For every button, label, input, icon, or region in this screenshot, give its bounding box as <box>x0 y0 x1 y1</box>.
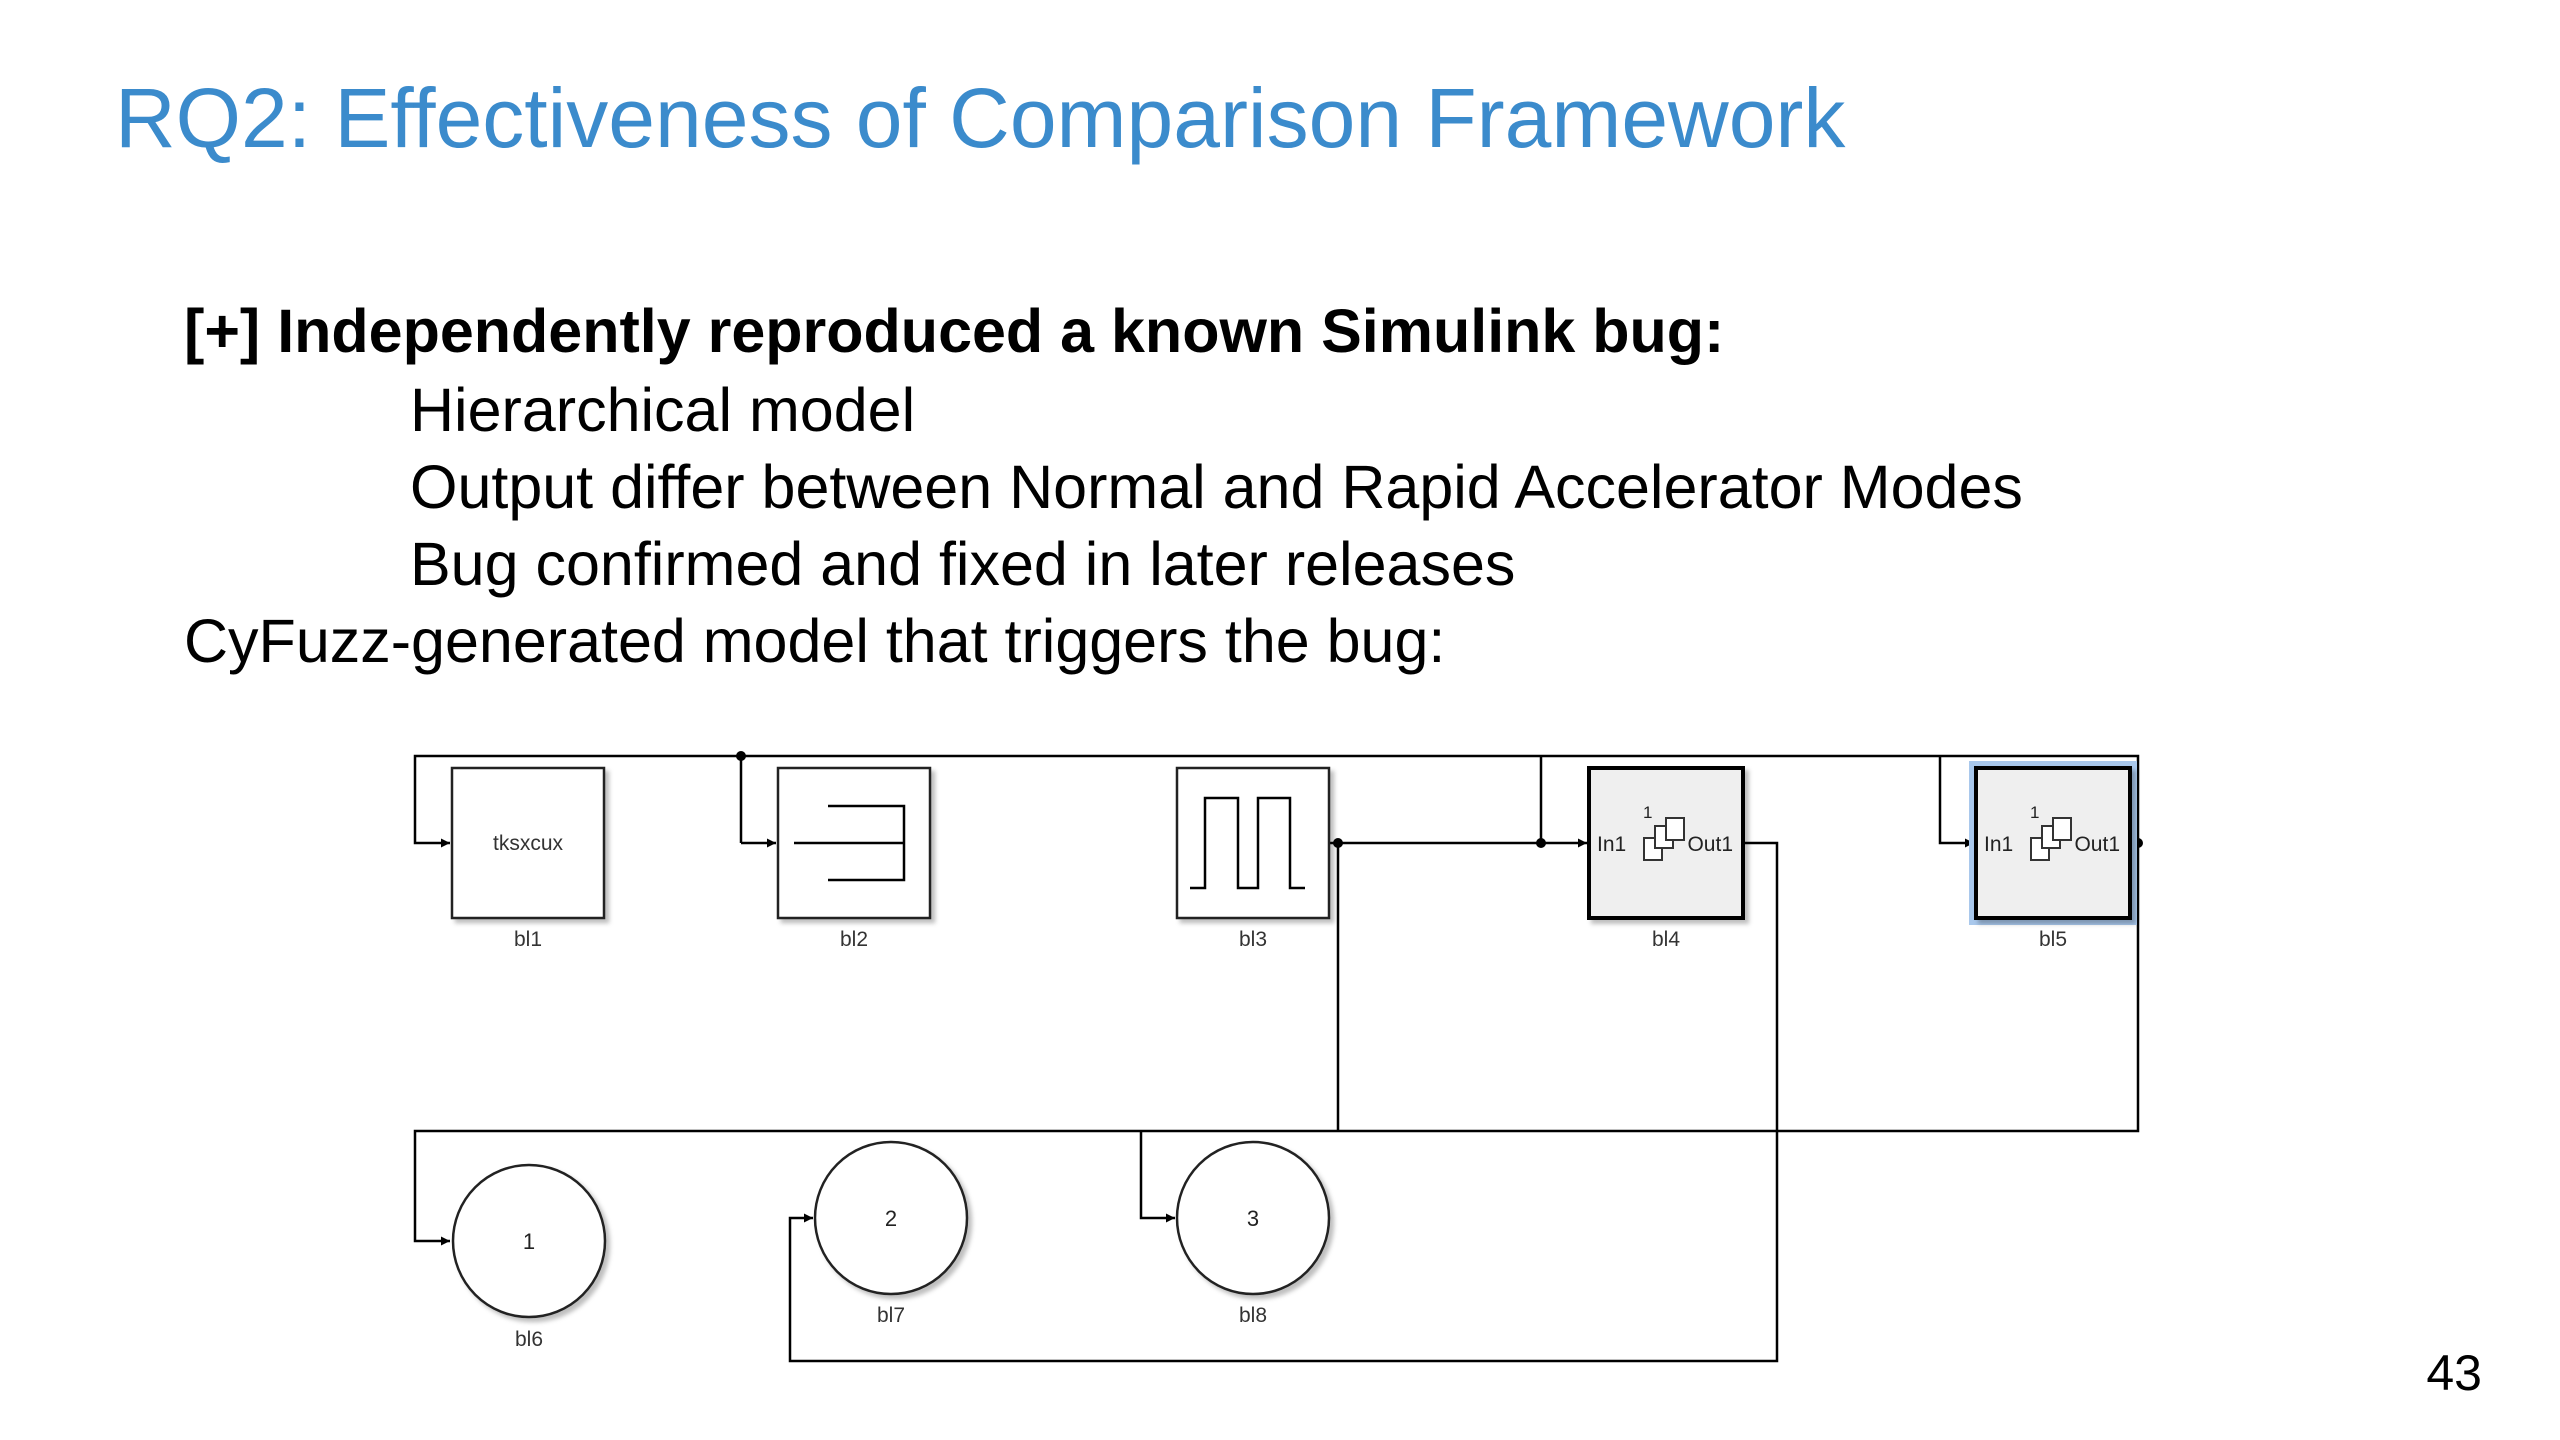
subsystem-icon: 1 <box>2030 803 2072 861</box>
bullet-item: Bug confirmed and fixed in later release… <box>410 530 1516 598</box>
signal-line <box>413 754 2140 848</box>
block-bl4[interactable]: In1 Out1 1 bl4 <box>1587 766 1745 951</box>
out-port-label: Out1 <box>1687 833 1733 856</box>
block-label: bl5 <box>2039 928 2067 951</box>
port-number: 2 <box>885 1206 897 1231</box>
block-label: bl6 <box>515 1328 543 1351</box>
in-port-label: In1 <box>1984 833 2013 856</box>
port-number: 1 <box>523 1229 535 1254</box>
block-bl7[interactable]: 2 bl7 <box>813 1140 969 1327</box>
block-bl1[interactable]: tksxcux bl1 <box>450 766 606 951</box>
page-number: 43 <box>2426 1345 2482 1401</box>
block-label: bl4 <box>1652 928 1680 951</box>
block-bl6[interactable]: 1 bl6 <box>451 1163 607 1351</box>
block-bl8[interactable]: 3 bl8 <box>1175 1140 1331 1327</box>
diagram-caption: CyFuzz-generated model that triggers the… <box>184 607 1446 675</box>
slide-heading: [+] Independently reproduced a known Sim… <box>184 297 1725 365</box>
signal-line <box>1938 756 1974 848</box>
pulse-wave-icon <box>1190 796 1305 890</box>
signal-line <box>1139 1131 1175 1223</box>
bullet-item: Hierarchical model <box>410 376 916 444</box>
block-bl3[interactable]: bl3 <box>1175 766 1331 951</box>
signal-line <box>788 841 1779 1363</box>
bullet-item: Output differ between Normal and Rapid A… <box>410 453 2023 521</box>
slide-title: RQ2: Effectiveness of Comparison Framewo… <box>115 71 1846 165</box>
block-bl2[interactable]: bl2 <box>776 766 932 951</box>
signal-line <box>1539 756 1587 848</box>
block-bl5[interactable]: In1 Out1 1 bl5 <box>1969 761 2137 951</box>
block-label: bl3 <box>1239 928 1267 951</box>
block-text: tksxcux <box>493 832 564 855</box>
svg-text:1: 1 <box>2030 803 2039 822</box>
out-port-label: Out1 <box>2074 833 2120 856</box>
block-label: bl1 <box>514 928 542 951</box>
subsystem-icon: 1 <box>1643 803 1685 861</box>
svg-text:1: 1 <box>1643 803 1652 822</box>
block-label: bl7 <box>877 1304 905 1327</box>
junction-dots <box>736 751 2143 848</box>
in-port-label: In1 <box>1597 833 1626 856</box>
port-number: 3 <box>1247 1206 1259 1231</box>
block-label: bl8 <box>1239 1304 1267 1327</box>
block-label: bl2 <box>840 928 868 951</box>
